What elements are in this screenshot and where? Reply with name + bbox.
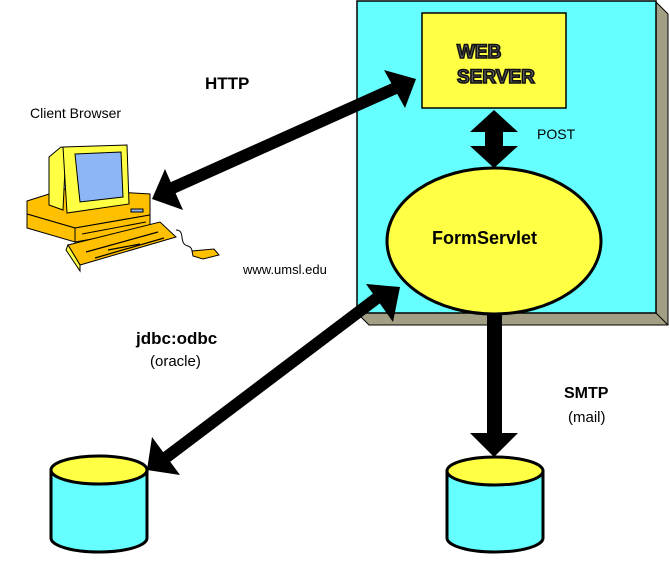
post-arrow [470, 110, 518, 168]
smtp-arrow [470, 313, 518, 457]
jdbc-arrow [147, 284, 400, 475]
oracle-sublabel: (oracle) [150, 353, 201, 370]
client-browser-label: Client Browser [30, 105, 122, 121]
mail-database-icon[interactable] [445, 455, 545, 554]
http-arrowhead-server [384, 70, 416, 108]
web-server-label-line1: WEB [456, 41, 502, 64]
web-server-box[interactable] [421, 12, 567, 109]
mail-sublabel: (mail) [568, 409, 606, 426]
desktop-computer-icon[interactable] [26, 144, 220, 273]
http-label: HTTP [205, 74, 250, 93]
jdbc-arrowhead-servlet [366, 284, 400, 322]
http-arrow [152, 70, 416, 210]
web-server-label-line2: SERVER [456, 66, 535, 89]
smtp-label: SMTP [564, 385, 609, 402]
jdbc-label: jdbc:odbc [136, 329, 218, 348]
form-servlet-label: FormServlet [432, 228, 538, 248]
server-host-label: www.umsl.edu [243, 262, 327, 277]
http-arrowhead-client [152, 169, 183, 210]
post-label: POST [537, 126, 576, 142]
smtp-arrowhead [470, 433, 518, 457]
jdbc-arrowhead-db [147, 437, 180, 475]
web-server-label: WEB SERVER [456, 40, 535, 90]
oracle-database-icon[interactable] [49, 454, 149, 554]
